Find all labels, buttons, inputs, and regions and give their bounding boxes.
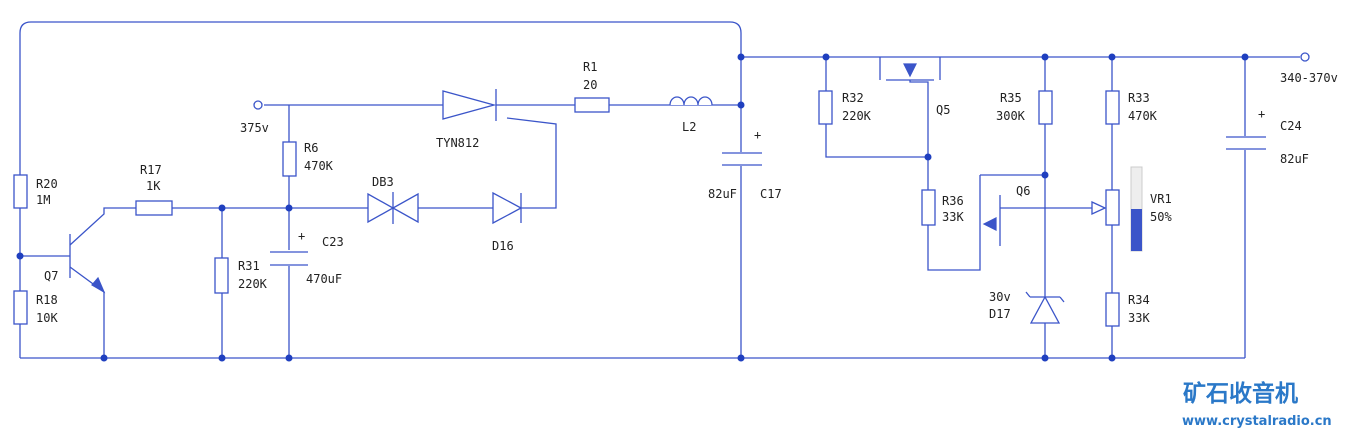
- r36-resistor: [921, 189, 936, 226]
- label-r32: R32: [842, 91, 864, 105]
- label-r36: R36: [942, 194, 964, 208]
- label-c24: C24: [1280, 119, 1302, 133]
- label-d17-value: 30v: [989, 290, 1011, 304]
- label-q5: Q5: [936, 103, 950, 117]
- tyn812-scr: [442, 89, 497, 121]
- label-r6: R6: [304, 141, 318, 155]
- label-r33: R33: [1128, 91, 1150, 105]
- label-d17: D17: [989, 307, 1011, 321]
- label-r1: R1: [583, 60, 597, 74]
- site-logo: 矿石收音机: [1183, 380, 1298, 407]
- c24-capacitor: [1226, 136, 1266, 150]
- r33-resistor: [1105, 90, 1120, 125]
- label-c17-value: 82uF: [708, 187, 737, 201]
- branding: 矿石收音机 www.crystalradio.cn: [1182, 380, 1332, 429]
- label-r35: R35: [1000, 91, 1022, 105]
- label-r36-value: 33K: [942, 210, 964, 224]
- label-q6: Q6: [1016, 184, 1030, 198]
- label-q7: Q7: [44, 269, 58, 283]
- l2-inductor: [669, 96, 713, 106]
- label-c23: C23: [322, 235, 344, 249]
- r35-resistor: [1038, 90, 1053, 125]
- label-db3: DB3: [372, 175, 394, 189]
- label-c24-plus: +: [1258, 107, 1265, 121]
- junctions: [16, 53, 1249, 362]
- c17-capacitor: [722, 152, 762, 166]
- label-r20-value: 1M: [36, 193, 50, 207]
- label-r32-value: 220K: [842, 109, 872, 123]
- site-url: www.crystalradio.cn: [1182, 414, 1332, 429]
- d17-zener: [1025, 291, 1065, 324]
- label-c17-plus: +: [754, 128, 761, 142]
- label-r33-value: 470K: [1128, 109, 1158, 123]
- label-r31-value: 220K: [238, 277, 268, 291]
- label-c24-value: 82uF: [1280, 152, 1309, 166]
- labels: R20 1M Q7 R18 10K R17 1K R31 220K R6 470…: [36, 60, 1338, 325]
- label-c23-plus: +: [298, 229, 305, 243]
- label-d16: D16: [492, 239, 514, 253]
- r34-resistor: [1105, 292, 1120, 327]
- r1-resistor: [574, 97, 610, 113]
- r17-resistor: [135, 200, 173, 216]
- d16-diode: [492, 191, 523, 225]
- r6-resistor: [282, 141, 297, 177]
- label-r34-value: 33K: [1128, 311, 1150, 325]
- label-r17-value: 1K: [146, 179, 161, 193]
- r20-resistor: [13, 174, 28, 209]
- label-r17: R17: [140, 163, 162, 177]
- r32-resistor: [818, 90, 833, 125]
- label-r18: R18: [36, 293, 58, 307]
- label-c17: C17: [760, 187, 782, 201]
- q7-transistor: [91, 276, 106, 294]
- label-r1-value: 20: [583, 78, 597, 92]
- c23-capacitor: [270, 250, 308, 266]
- label-r18-value: 10K: [36, 311, 58, 325]
- label-c23-value: 470uF: [306, 272, 342, 286]
- input-terminal: [253, 100, 263, 110]
- label-r34: R34: [1128, 293, 1150, 307]
- q6-mosfet: [979, 175, 1001, 246]
- db3-diac: [367, 192, 419, 224]
- label-vr1-value: 50%: [1150, 210, 1172, 224]
- label-vr1: VR1: [1150, 192, 1172, 206]
- r18-resistor: [13, 290, 28, 325]
- output-terminal: [1300, 52, 1310, 62]
- label-r31: R31: [238, 259, 260, 273]
- label-375v: 375v: [240, 121, 269, 135]
- label-r35-value: 300K: [996, 109, 1026, 123]
- label-output-voltage: 340-370v: [1280, 71, 1338, 85]
- label-r6-value: 470K: [304, 159, 334, 173]
- r31-resistor: [214, 257, 229, 294]
- vr1-pot: [1091, 166, 1143, 252]
- label-tyn812: TYN812: [436, 136, 479, 150]
- label-l2: L2: [682, 120, 696, 134]
- q5-mosfet: [879, 57, 941, 81]
- label-r20: R20: [36, 177, 58, 191]
